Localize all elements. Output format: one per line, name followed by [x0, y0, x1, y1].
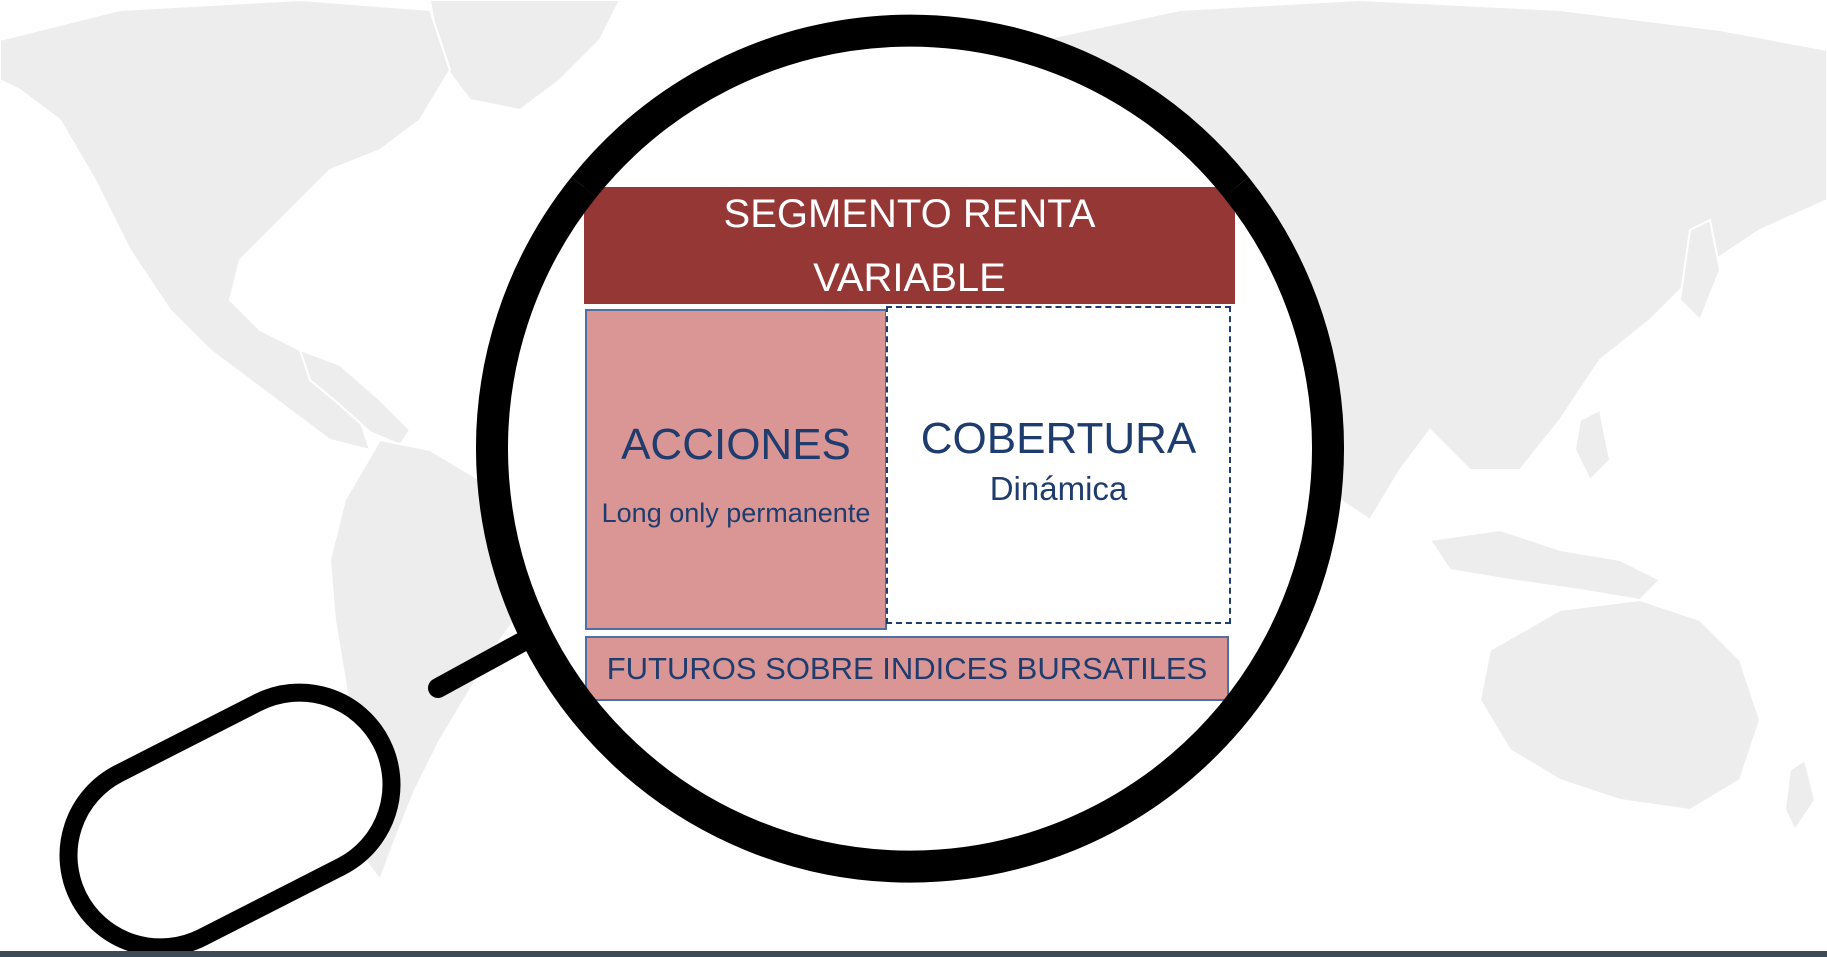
new-zealand-shape	[1783, 758, 1817, 832]
bottom-divider-bar	[0, 951, 1827, 957]
cobertura-subtitle: Dinámica	[989, 470, 1128, 507]
acciones-subtitle: Long only permanente	[601, 498, 871, 528]
magnifier-handle	[59, 683, 401, 957]
philippines-shape	[1573, 408, 1612, 482]
segment-title-text: SEGMENTO RENTA VARIABLE	[723, 191, 1096, 300]
futuros-block: FUTUROS SOBRE INDICES BURSATILES	[585, 636, 1229, 701]
segment-title-banner: SEGMENTO RENTA VARIABLE	[584, 187, 1235, 304]
acciones-title: ACCIONES	[621, 420, 851, 469]
acciones-block: ACCIONES Long only permanente	[585, 309, 887, 630]
futuros-label: FUTUROS SOBRE INDICES BURSATILES	[606, 650, 1208, 686]
japan-shape	[1678, 218, 1722, 322]
magnifier-neck	[428, 631, 534, 698]
indonesia-shape	[1428, 528, 1662, 602]
australia-shape	[1478, 598, 1762, 812]
cobertura-block: COBERTURA Dinámica	[886, 306, 1231, 624]
cobertura-title: COBERTURA	[920, 414, 1197, 463]
